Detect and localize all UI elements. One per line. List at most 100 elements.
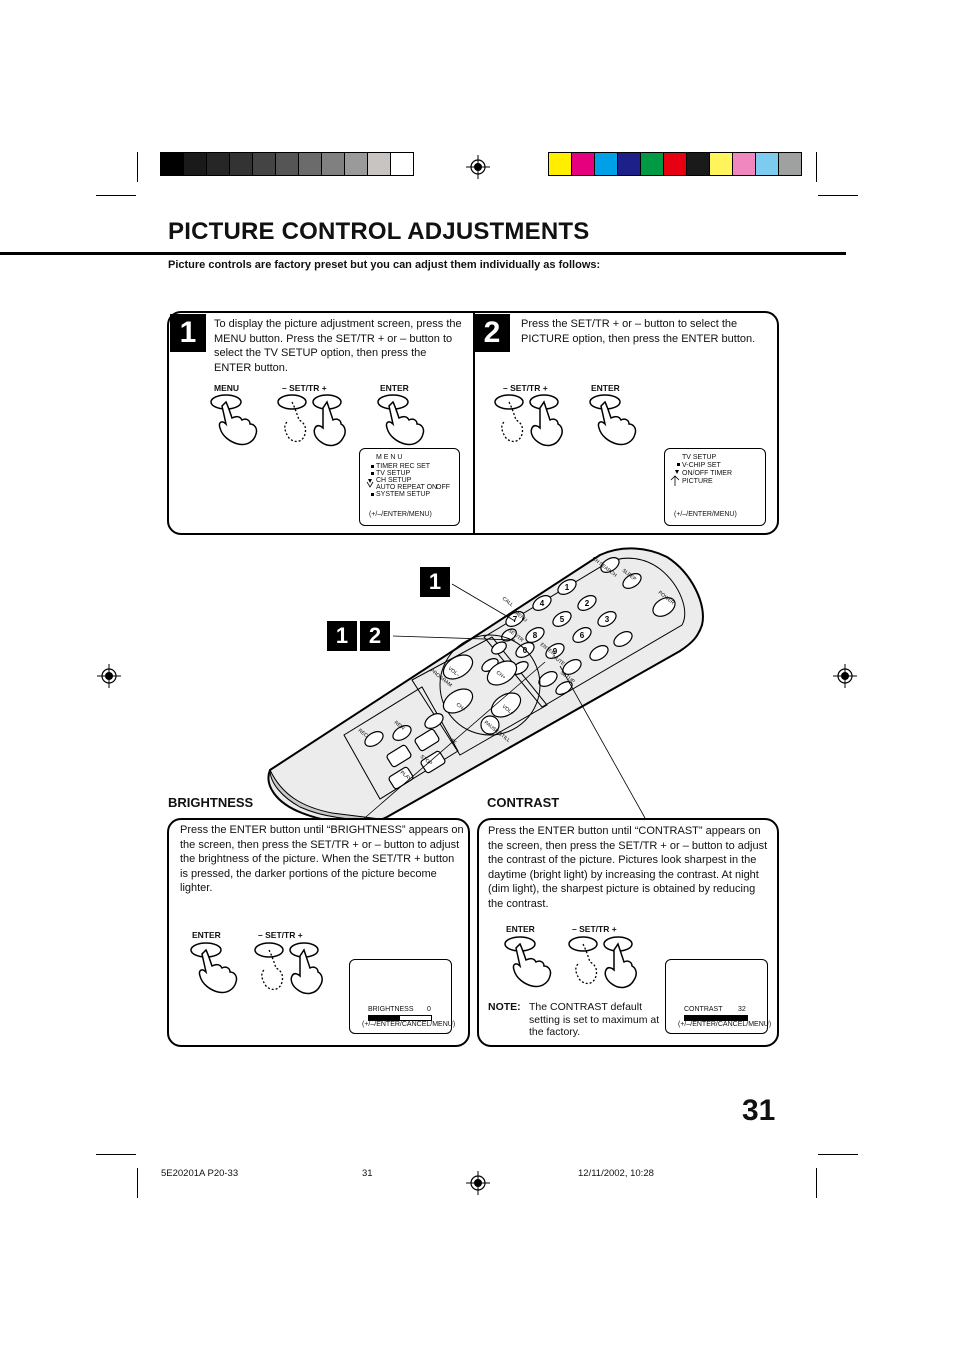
settr-label: – SET/TR + [258, 930, 303, 940]
steps-divider [473, 313, 475, 533]
registration-target-icon [466, 155, 490, 179]
hand-press-dashed-icon [494, 394, 563, 447]
step2-text: Press the SET/TR + or – button to select… [521, 318, 756, 345]
hand-press-icon [190, 942, 238, 994]
footer-date: 12/11/2002, 10:28 [578, 1168, 654, 1179]
remote-key-label: 8 [533, 631, 538, 640]
settr-text: SET/TR [289, 383, 320, 393]
color-swatch [572, 153, 595, 175]
color-swatch [549, 153, 572, 175]
hand-press-dashed-icon [277, 394, 346, 447]
brightness-level-bar [368, 1015, 432, 1021]
contrast-heading: CONTRAST [487, 795, 560, 810]
registration-target-icon [97, 664, 121, 688]
contrast-level-fill [685, 1016, 747, 1020]
minus-sign: – [282, 383, 287, 393]
hand-press-dashed-icon [254, 942, 323, 995]
cursor-arrow-icon [670, 463, 680, 486]
crop-mark [137, 152, 138, 182]
color-swatch [207, 153, 230, 175]
color-swatch [322, 153, 345, 175]
color-swatch [253, 153, 276, 175]
crop-mark [96, 1154, 136, 1155]
grayscale-bar [160, 152, 414, 176]
remote-key-label: 1 [565, 583, 570, 592]
enter-label: ENTER [591, 383, 620, 393]
footer-page: 31 [362, 1168, 373, 1179]
step-number-2: 2 [474, 314, 510, 352]
remote-label: CALL [501, 596, 515, 609]
enter-label: ENTER [380, 383, 409, 393]
color-swatch [595, 153, 618, 175]
title-rule [0, 252, 846, 255]
color-bar [548, 152, 802, 176]
tv-setup-footer: (+/–/ENTER/MENU) [674, 511, 737, 518]
menu-item: TV SETUP [376, 470, 411, 477]
menu-label: MENU [214, 383, 240, 393]
note-text: The CONTRAST default setting is set to m… [529, 1001, 660, 1038]
settr-label: – SET/TR + [503, 383, 548, 393]
color-swatch [710, 153, 733, 175]
enter-label: ENTER [192, 930, 221, 940]
contrast-screen: CONTRAST 32 (+/–/ENTER/CANCEL/MENU) [665, 959, 772, 1034]
menu-screen-footer: (+/–/ENTER/MENU) [369, 511, 432, 518]
note-label: NOTE: [488, 1001, 521, 1013]
registration-target-icon [833, 664, 857, 688]
color-swatch [756, 153, 779, 175]
tv-setup-item: PICTURE [682, 478, 713, 485]
color-swatch [276, 153, 299, 175]
tv-setup-title: TV SETUP [682, 454, 717, 461]
remote-key-label: 3 [605, 615, 610, 624]
hand-press-dashed-icon [568, 936, 637, 989]
plus-sign: + [297, 930, 303, 940]
color-swatch [161, 153, 184, 175]
settr-text: SET/TR [579, 924, 610, 934]
settr-label: – SET/TR + [572, 924, 617, 934]
color-swatch [230, 153, 253, 175]
settr-text: SET/TR [510, 383, 541, 393]
hand-press-icon [589, 394, 637, 446]
remote-control-illustration: 1 2 3 4 5 6 7 8 9 0 CH SEARCH SLEEP POWE… [267, 547, 704, 820]
hand-press-icon [210, 394, 258, 446]
plus-sign: + [611, 924, 617, 934]
contrast-screen-footer: (+/–/ENTER/CANCEL/MENU) [678, 1021, 772, 1028]
brightness-level-fill [369, 1016, 400, 1020]
page-number: 31 [742, 1094, 776, 1127]
brightness-screen-value: 0 [427, 1006, 431, 1013]
tv-setup-screen: TV SETUP V-CHIP SET ON/OFF TIMER PICTURE… [664, 448, 766, 526]
enter-label: ENTER [506, 924, 535, 934]
brightness-heading: BRIGHTNESS [168, 795, 254, 810]
color-swatch [641, 153, 664, 175]
minus-sign: – [258, 930, 263, 940]
color-swatch [368, 153, 391, 175]
minus-sign: – [503, 383, 508, 393]
crop-mark [816, 1168, 817, 1198]
step-number-1: 1 [170, 314, 206, 352]
color-swatch [687, 153, 710, 175]
tv-setup-item: ON/OFF TIMER [682, 470, 733, 477]
plus-sign: + [321, 383, 327, 393]
crop-mark [96, 195, 136, 196]
step-tag-2: 2 [360, 621, 390, 651]
contrast-screen-value: 32 [738, 1006, 746, 1013]
color-swatch [618, 153, 641, 175]
hand-press-icon [504, 936, 552, 988]
menu-item: SYSTEM SETUP [376, 491, 431, 498]
contrast-level-bar [684, 1015, 748, 1021]
menu-screen: M E N U TIMER REC SET TV SETUP CH SETUP … [359, 448, 460, 526]
menu-item: TIMER REC SET [376, 463, 431, 470]
color-swatch [299, 153, 322, 175]
hand-press-icon [377, 394, 425, 446]
brightness-screen: BRIGHTNESS 0 (+/–/ENTER/CANCEL/MENU) [349, 959, 455, 1034]
page-title: PICTURE CONTROL ADJUSTMENTS [168, 218, 590, 245]
step1-text: To display the picture adjustment screen… [214, 318, 462, 374]
remote-key-label: 4 [540, 599, 545, 608]
step-tag-1: 1 [420, 567, 450, 597]
color-swatch [779, 153, 801, 175]
remote-key-label: 2 [585, 599, 590, 608]
brightness-text: Press the ENTER button until “BRIGHTNESS… [180, 824, 464, 894]
color-swatch [664, 153, 687, 175]
settr-text: SET/TR [265, 930, 296, 940]
step-tag-1: 1 [327, 621, 357, 651]
remote-key-label: 9 [553, 647, 558, 656]
